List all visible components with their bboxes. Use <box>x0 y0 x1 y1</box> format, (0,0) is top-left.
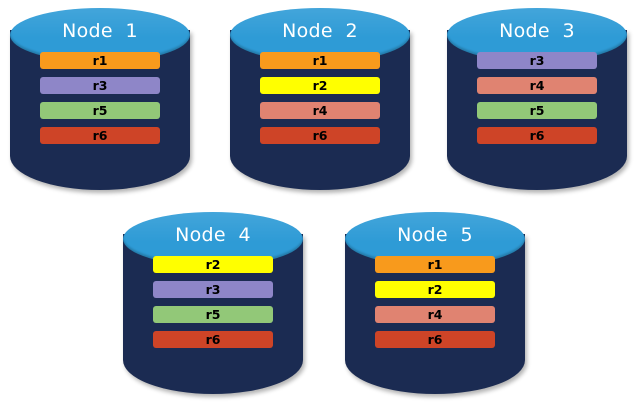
node-label: Node 3 <box>499 20 575 42</box>
replica-bar-r6[interactable]: r6 <box>40 127 160 144</box>
node-label: Node 4 <box>175 224 251 246</box>
database-node-1[interactable]: Node 1 r1 r3 r5 r6 <box>10 8 190 198</box>
replica-bar-r2[interactable]: r2 <box>375 281 495 298</box>
replica-bar-r6[interactable]: r6 <box>153 331 273 348</box>
replica-bar-r4[interactable]: r4 <box>260 102 380 119</box>
replica-bar-r5[interactable]: r5 <box>477 102 597 119</box>
replica-bar-r4[interactable]: r4 <box>477 77 597 94</box>
replica-bar-r4[interactable]: r4 <box>375 306 495 323</box>
node-label: Node 1 <box>62 20 138 42</box>
replica-bar-r5[interactable]: r5 <box>40 102 160 119</box>
replica-bar-r6[interactable]: r6 <box>477 127 597 144</box>
replica-bar-r3[interactable]: r3 <box>40 77 160 94</box>
replica-list: r2 r3 r5 r6 <box>153 256 273 348</box>
replica-list: r1 r2 r4 r6 <box>260 52 380 144</box>
database-node-5[interactable]: Node 5 r1 r2 r4 r6 <box>345 212 525 402</box>
replica-bar-r1[interactable]: r1 <box>260 52 380 69</box>
replica-list: r1 r3 r5 r6 <box>40 52 160 144</box>
replica-list: r1 r2 r4 r6 <box>375 256 495 348</box>
node-label: Node 2 <box>282 20 358 42</box>
database-node-2[interactable]: Node 2 r1 r2 r4 r6 <box>230 8 410 198</box>
database-node-3[interactable]: Node 3 r3 r4 r5 r6 <box>447 8 627 198</box>
replica-bar-r6[interactable]: r6 <box>260 127 380 144</box>
replica-bar-r3[interactable]: r3 <box>477 52 597 69</box>
replica-bar-r1[interactable]: r1 <box>375 256 495 273</box>
replica-bar-r3[interactable]: r3 <box>153 281 273 298</box>
replica-bar-r1[interactable]: r1 <box>40 52 160 69</box>
replica-list: r3 r4 r5 r6 <box>477 52 597 144</box>
database-node-4[interactable]: Node 4 r2 r3 r5 r6 <box>123 212 303 402</box>
replica-bar-r2[interactable]: r2 <box>260 77 380 94</box>
replica-bar-r5[interactable]: r5 <box>153 306 273 323</box>
replica-bar-r6[interactable]: r6 <box>375 331 495 348</box>
replica-bar-r2[interactable]: r2 <box>153 256 273 273</box>
node-label: Node 5 <box>397 224 473 246</box>
